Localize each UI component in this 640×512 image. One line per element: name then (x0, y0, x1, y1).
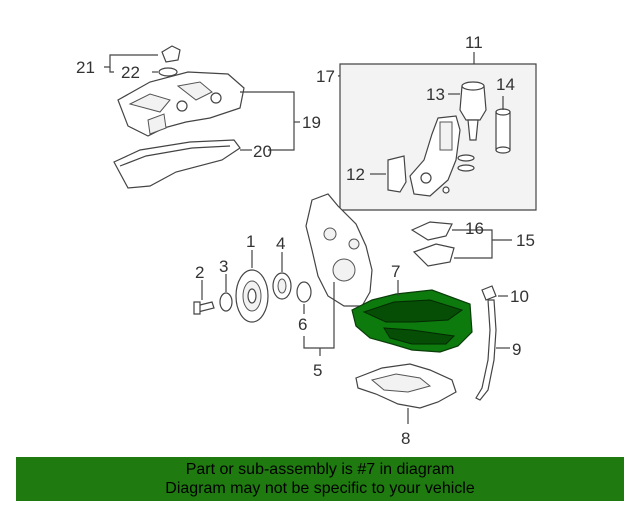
adapter-gasket (410, 221, 453, 241)
washer (219, 292, 233, 312)
oil-filler-seal (158, 67, 178, 77)
timing-cover (305, 193, 373, 307)
info-banner: Part or sub-assembly is #7 in diagram Di… (16, 457, 624, 501)
callout-10: 10 (510, 287, 529, 306)
callout-22: 22 (121, 63, 140, 82)
callout-5: 5 (313, 361, 322, 380)
valve-cover-gasket (113, 139, 241, 189)
valve-cover-gasket-group: 20 (113, 139, 272, 189)
oil-filler-cap (161, 45, 181, 63)
banner-line-1: Part or sub-assembly is #7 in diagram (185, 461, 455, 478)
callout-7: 7 (391, 262, 400, 281)
adapter-plate-group: 16 15 (410, 219, 535, 267)
callout-17: 17 (316, 67, 335, 86)
lower-oil-pan-group: 8 (355, 363, 457, 448)
crank-pulley-group: 1 (235, 232, 269, 323)
valve-cover-group: 19 (117, 71, 321, 151)
pulley-bolt-group: 2 (193, 263, 215, 315)
callout-14: 14 (496, 75, 515, 94)
callout-12: 12 (346, 165, 365, 184)
callout-2: 2 (195, 263, 204, 282)
parts-diagram: 21 22 19 20 17 1 8 11 (76, 33, 537, 448)
dipstick-group: 10 9 (475, 285, 529, 401)
cover-seal (296, 281, 312, 303)
housing-gasket (387, 155, 407, 193)
adapter-plate (412, 243, 455, 267)
callout-19: 19 (302, 113, 321, 132)
callout-8: 8 (401, 429, 410, 448)
callout-6: 6 (298, 315, 307, 334)
filter-element (495, 111, 511, 151)
front-seal-group: 4 (272, 234, 292, 300)
callout-3: 3 (219, 257, 228, 276)
washer-group: 3 (219, 257, 233, 312)
filter-cap (459, 85, 487, 121)
callout-13: 13 (426, 85, 445, 104)
dipstick-handle (481, 285, 497, 301)
callout-9: 9 (512, 340, 521, 359)
dipstick-tube (475, 299, 497, 401)
callout-11: 11 (465, 33, 483, 52)
oil-pan-highlighted: 7 (351, 262, 473, 353)
callout-21: 21 (76, 58, 95, 77)
timing-cover-body (305, 193, 373, 307)
callout-1: 1 (246, 232, 255, 251)
oil-filler-cap-group: 21 22 (76, 45, 181, 82)
banner-line-2: Diagram may not be specific to your vehi… (165, 480, 475, 497)
callout-16: 16 (465, 219, 484, 238)
cover-seal-group: 6 5 (296, 281, 335, 380)
callout-15: 15 (516, 231, 535, 250)
oil-filter-housing-assembly: 11 13 14 12 (339, 33, 537, 211)
callout-4: 4 (276, 234, 285, 253)
callout-20: 20 (253, 142, 272, 161)
